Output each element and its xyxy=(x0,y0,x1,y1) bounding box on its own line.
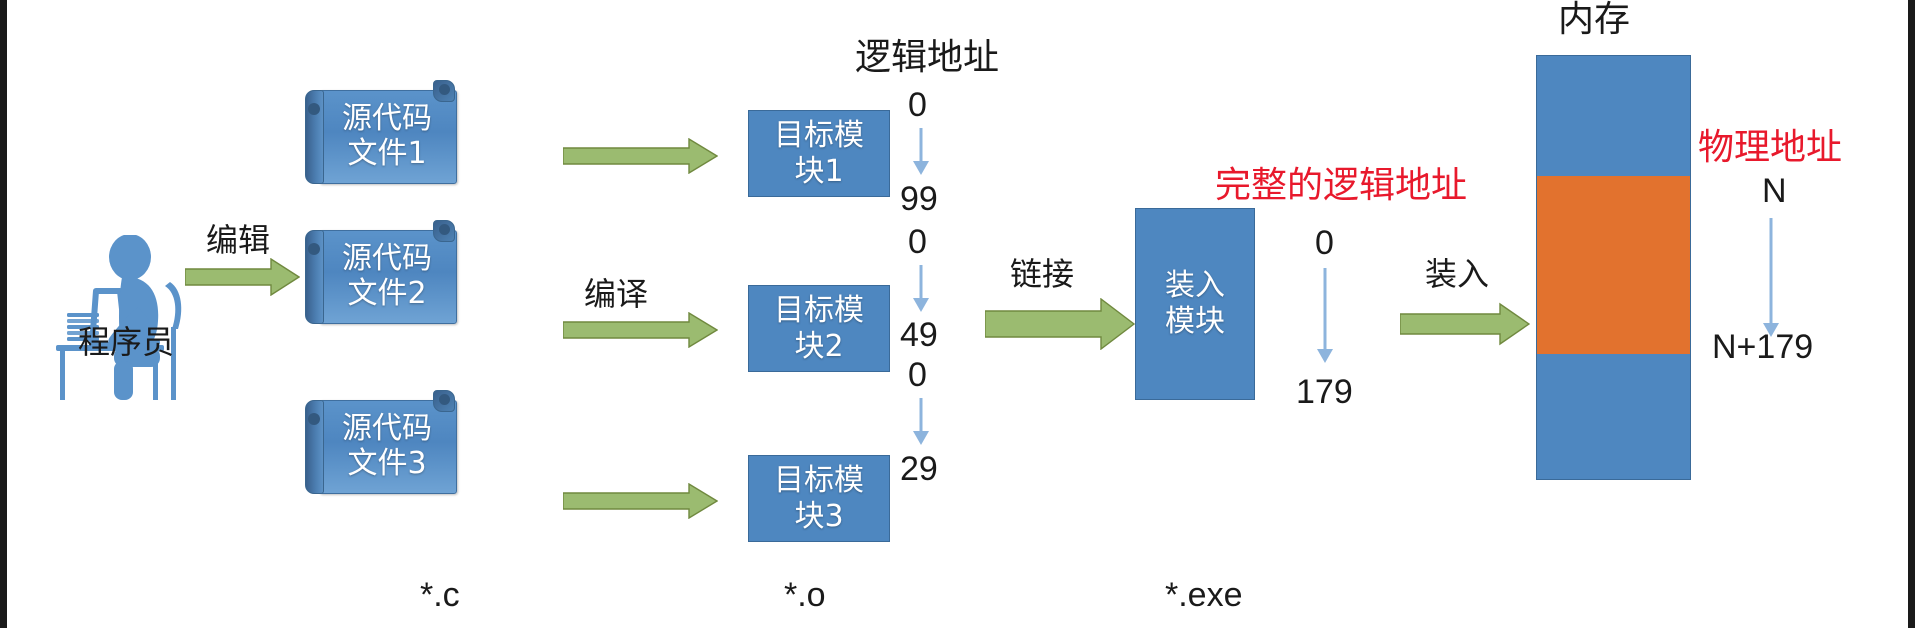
object-module-3: 目标模 块3 xyxy=(748,455,890,542)
range-arrow-module-1 xyxy=(908,128,934,176)
object-extension-label: *.o xyxy=(784,576,826,614)
source-file-2-line2: 文件2 xyxy=(347,276,427,311)
range-arrow-full-logical xyxy=(1312,268,1338,364)
scroll-body xyxy=(319,230,457,324)
scroll-curl-right xyxy=(433,220,455,242)
source-file-3-line2: 文件3 xyxy=(347,446,427,481)
step-label-link: 链接 xyxy=(1010,255,1075,293)
memory-segment-free-top xyxy=(1537,56,1690,176)
module-2-range-end: 49 xyxy=(900,316,938,354)
scroll-curl-left xyxy=(305,230,324,324)
left-edge-bar xyxy=(0,0,7,628)
scroll-curl-dot-right xyxy=(439,394,450,405)
right-edge-bar xyxy=(1908,0,1915,628)
load-module-line1: 装入 xyxy=(1165,268,1225,303)
arrow-load xyxy=(1400,302,1530,346)
memory-heading: 内存 xyxy=(1558,0,1631,40)
source-file-3: 源代码 文件3 xyxy=(305,390,457,494)
source-file-2: 源代码 文件2 xyxy=(305,220,457,324)
object-module-1: 目标模 块1 xyxy=(748,110,890,197)
full-logical-address-heading: 完整的逻辑地址 xyxy=(1215,165,1468,206)
object-module-3-line1: 目标模 xyxy=(774,462,864,498)
scroll-curl-left xyxy=(305,90,324,184)
scroll-curl-dot-right xyxy=(439,84,450,95)
source-file-2-line1: 源代码 xyxy=(342,240,432,276)
source-file-1-line2: 文件1 xyxy=(347,136,427,171)
module-3-range-start: 0 xyxy=(908,356,927,394)
scroll-curl-left xyxy=(305,400,324,494)
scroll-curl-dot-right xyxy=(439,224,450,235)
range-arrow-module-3 xyxy=(908,398,934,446)
arrow-compile-3 xyxy=(563,483,718,519)
load-module-extension-label: *.exe xyxy=(1165,576,1243,614)
full-logical-range-start: 0 xyxy=(1315,224,1334,262)
range-arrow-physical xyxy=(1758,218,1784,338)
source-file-3-line1: 源代码 xyxy=(342,410,432,446)
load-module-box: 装入 模块 xyxy=(1135,208,1255,400)
full-logical-range-end: 179 xyxy=(1296,373,1353,411)
programmer-illustration xyxy=(52,235,232,400)
module-3-range-end: 29 xyxy=(900,450,938,488)
source-extension-label: *.c xyxy=(420,576,460,614)
object-module-2-line2: 块2 xyxy=(794,328,844,364)
source-file-1-line1: 源代码 xyxy=(342,100,432,136)
module-2-range-start: 0 xyxy=(908,223,927,261)
scroll-curl-dot-left xyxy=(308,243,320,255)
logical-address-heading: 逻辑地址 xyxy=(855,37,1000,78)
scroll-curl-dot-left xyxy=(308,413,320,425)
arrow-edit xyxy=(185,258,300,296)
scroll-curl-right xyxy=(433,80,455,102)
memory-segment-free-bottom xyxy=(1537,354,1690,479)
scroll-curl-dot-left xyxy=(308,103,320,115)
memory-strip xyxy=(1536,55,1691,480)
arrow-compile-1 xyxy=(563,138,718,174)
object-module-2: 目标模 块2 xyxy=(748,285,890,372)
step-label-load: 装入 xyxy=(1425,255,1490,293)
physical-address-heading: 物理地址 xyxy=(1698,127,1843,168)
object-module-3-line2: 块3 xyxy=(794,498,844,534)
step-label-edit: 编辑 xyxy=(206,221,271,259)
object-module-1-line2: 块1 xyxy=(794,153,844,189)
object-module-1-line1: 目标模 xyxy=(774,117,864,153)
scroll-body xyxy=(319,400,457,494)
source-file-1: 源代码 文件1 xyxy=(305,80,457,184)
arrow-compile-2 xyxy=(563,312,718,348)
load-module-line2: 模块 xyxy=(1165,304,1225,339)
programmer-caption: 程序员 xyxy=(78,323,175,361)
range-arrow-module-2 xyxy=(908,265,934,313)
module-1-range-end: 99 xyxy=(900,180,938,218)
scroll-curl-right xyxy=(433,390,455,412)
physical-range-end: N+179 xyxy=(1712,328,1814,366)
arrow-link xyxy=(985,298,1135,350)
memory-segment-loaded-program xyxy=(1537,176,1690,354)
physical-range-start: N xyxy=(1762,172,1787,210)
step-label-compile: 编译 xyxy=(584,275,649,313)
object-module-2-line1: 目标模 xyxy=(774,292,864,328)
module-1-range-start: 0 xyxy=(908,86,927,124)
